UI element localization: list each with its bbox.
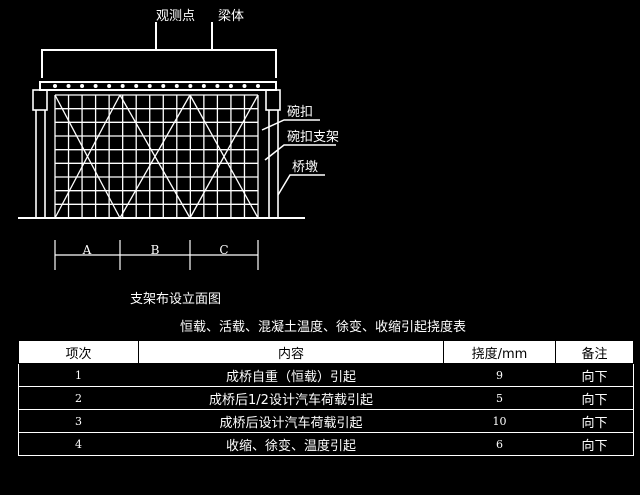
observation-point-marker xyxy=(242,84,247,88)
header-deflection: 挠度/mm xyxy=(443,340,556,364)
segment-b-label: B xyxy=(151,243,160,257)
row-no: 1 xyxy=(18,363,139,387)
observation-point-label: 观测点 xyxy=(156,9,195,24)
left-pier xyxy=(32,89,48,218)
observation-point-marker xyxy=(228,84,233,88)
deflection-table: 项次 内容 挠度/mm 备注 1 成桥自重（恒载）引起 9 向下 2 成桥后1/… xyxy=(18,340,634,456)
table-header-row: 项次 内容 挠度/mm 备注 xyxy=(18,340,634,364)
observation-point-marker xyxy=(134,84,139,88)
header-note: 备注 xyxy=(555,340,634,364)
elevation-caption: 支架布设立面图 xyxy=(130,292,222,307)
observation-point-marker xyxy=(80,84,85,88)
observation-point-marker xyxy=(93,84,98,88)
scaffold-elevation-drawing: 观测点 梁体 碗扣 碗扣支架 桥墩 A B xyxy=(18,9,339,270)
row-note: 向下 xyxy=(555,432,634,456)
row-note: 向下 xyxy=(555,386,634,410)
table-title: 恒载、活载、混凝土温度、徐变、收缩引起挠度表 xyxy=(180,320,467,335)
row-no: 2 xyxy=(18,386,139,410)
observation-point-marker xyxy=(188,84,193,88)
scaffold-label: 碗扣支架 xyxy=(287,129,339,145)
scaffold-grid xyxy=(54,94,259,219)
row-content: 成桥后设计汽车荷载引起 xyxy=(138,409,444,433)
observation-point-marker xyxy=(201,84,206,88)
observation-point-marker xyxy=(161,84,166,88)
segment-c-label: C xyxy=(219,243,228,257)
coupler-label: 碗扣 xyxy=(287,104,313,120)
beam-label: 梁体 xyxy=(218,9,244,24)
observation-point-marker xyxy=(53,84,57,88)
observation-point-marker xyxy=(174,84,179,88)
observation-point-marker xyxy=(215,84,220,88)
row-deflection: 9 xyxy=(443,363,556,387)
row-content: 成桥后1/2设计汽车荷载引起 xyxy=(138,386,444,410)
row-note: 向下 xyxy=(555,363,634,387)
row-content: 收缩、徐变、温度引起 xyxy=(138,432,444,456)
observation-point-marker xyxy=(147,84,152,88)
right-pier xyxy=(265,89,281,218)
row-note: 向下 xyxy=(555,409,634,433)
cross-bracing xyxy=(54,94,259,219)
header-content: 内容 xyxy=(138,340,444,364)
observation-point-marker xyxy=(120,84,125,88)
header-item-no: 项次 xyxy=(18,340,139,364)
observation-point-marker xyxy=(107,84,112,88)
segment-a-label: A xyxy=(82,243,92,257)
observation-point-marker xyxy=(256,84,260,88)
beam-body xyxy=(39,81,277,91)
table-row: 1 成桥自重（恒载）引起 9 向下 xyxy=(18,363,634,387)
beam-brace xyxy=(41,22,277,78)
row-no: 4 xyxy=(18,432,139,456)
table-row: 4 收缩、徐变、温度引起 6 向下 xyxy=(18,432,634,456)
table-row: 2 成桥后1/2设计汽车荷载引起 5 向下 xyxy=(18,386,634,410)
row-content: 成桥自重（恒载）引起 xyxy=(138,363,444,387)
observation-points xyxy=(53,84,260,88)
row-deflection: 10 xyxy=(443,409,556,433)
row-no: 3 xyxy=(18,409,139,433)
row-deflection: 6 xyxy=(443,432,556,456)
observation-point-marker xyxy=(66,84,71,88)
table-row: 3 成桥后设计汽车荷载引起 10 向下 xyxy=(18,409,634,433)
segment-dimension xyxy=(54,240,259,270)
pier-label: 桥墩 xyxy=(292,160,318,175)
side-leaders xyxy=(261,119,336,196)
row-deflection: 5 xyxy=(443,386,556,410)
